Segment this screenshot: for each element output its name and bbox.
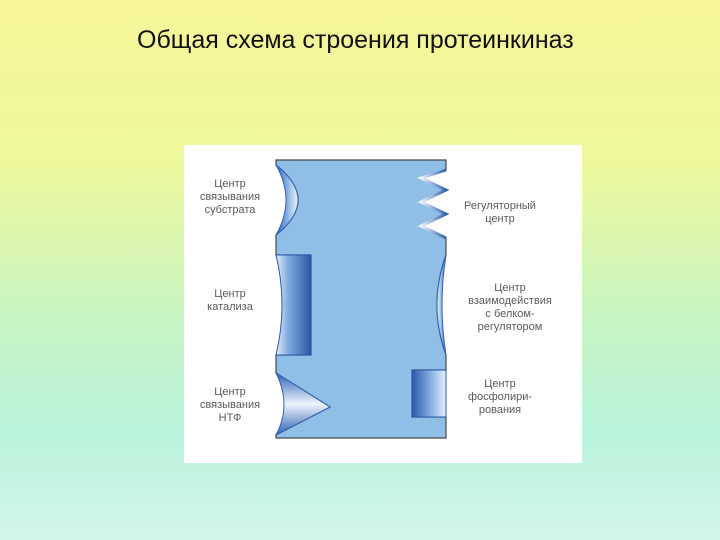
- label-catalysis-center: Центр катализа: [207, 288, 253, 313]
- ntp-binding-site: [274, 371, 332, 437]
- slide-title: Общая схема строения протеинкиназ: [137, 26, 574, 54]
- label-substrate-binding-center: Центр связывания субстрата: [199, 178, 261, 216]
- substrate-binding-site: [275, 164, 299, 236]
- protein-kinase-schematic: [274, 159, 450, 439]
- catalytic-site: [275, 254, 312, 356]
- regulator-interaction-site: [436, 254, 447, 356]
- label-ntp-binding-center: Центр связывания НТФ: [199, 386, 261, 424]
- label-regulator-interaction-center: Центр взаимодействия с белком- регулятор…: [468, 282, 552, 333]
- label-phosphorylation-center: Центр фосфолири- рования: [467, 378, 533, 416]
- phosphorylation-site: [411, 369, 447, 418]
- label-regulatory-center: Регуляторный центр: [464, 200, 536, 225]
- regulatory-site: [416, 168, 450, 240]
- protein-kinase-diagram: Центр связывания субстрата Центр катализ…: [184, 145, 582, 463]
